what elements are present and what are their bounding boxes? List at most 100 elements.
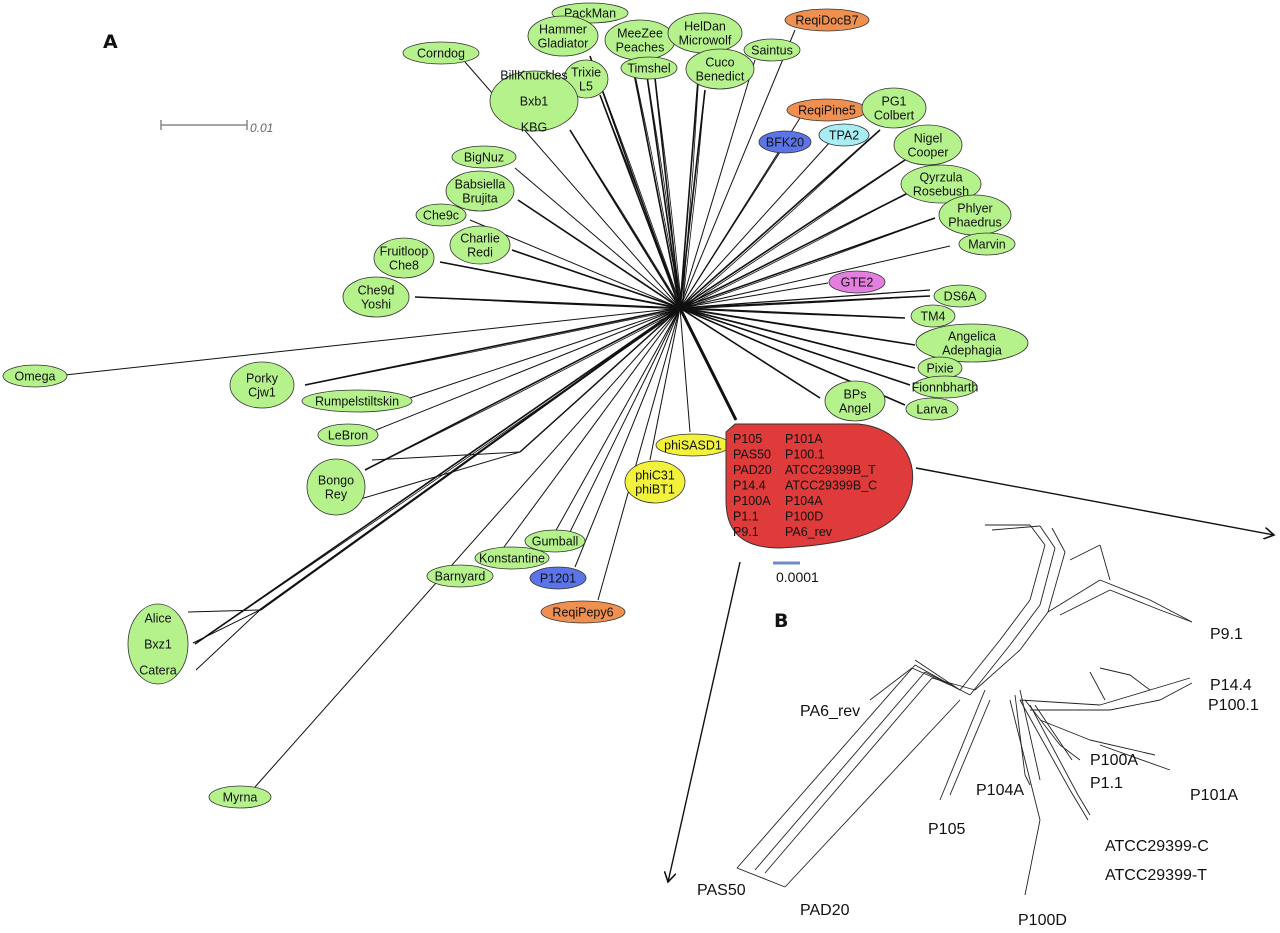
node-label: Catera xyxy=(139,664,177,678)
node-bubble xyxy=(912,375,978,399)
node-label: Marvin xyxy=(968,238,1006,252)
branch-alice-bxz1-catera xyxy=(194,307,681,645)
panel-b-edge xyxy=(1159,609,1193,623)
node-saintus: Saintus xyxy=(743,38,801,62)
branch-marvin xyxy=(679,245,951,309)
panel-b-edge xyxy=(1129,674,1151,691)
node-label: Peaches xyxy=(616,41,665,55)
node-bubble xyxy=(415,203,467,227)
branch-lebron xyxy=(375,307,681,431)
node-bubble xyxy=(818,123,870,147)
node-bubble xyxy=(127,603,189,685)
branch-heldan-microwolf xyxy=(679,54,701,309)
panel-b-edge xyxy=(1024,699,1061,746)
node-label: Bxb1 xyxy=(520,95,549,109)
zoom-arrow-down xyxy=(668,561,741,882)
panel-b-edge xyxy=(1019,689,1041,781)
panel-b-edge xyxy=(1069,544,1101,561)
panel-b-edge xyxy=(911,667,951,686)
branch-parallel-bongo-rey xyxy=(364,308,683,471)
branch-pg1-colbert xyxy=(679,129,881,309)
node-label: Cuco xyxy=(705,56,734,70)
node-rumpelstiltskin: Rumpelstiltskin xyxy=(301,389,413,413)
node-bubble xyxy=(685,48,755,90)
node-corndog: Corndog xyxy=(402,41,480,65)
node-label: Benedict xyxy=(696,70,745,84)
panel-b-label-pas50: PAS50 xyxy=(697,882,746,899)
cluster-label: P101A xyxy=(785,432,823,446)
node-label: GTE2 xyxy=(841,276,874,290)
node-label: ReqiPepy6 xyxy=(552,606,613,620)
panel-b-edge xyxy=(1099,544,1111,581)
panel-b-label-atcc29399-c: ATCC29399-C xyxy=(1105,838,1209,855)
node-label: BillKnuckles xyxy=(500,69,567,83)
node-label: Alice xyxy=(144,612,171,626)
node-label: Trixie xyxy=(571,66,601,80)
node-bubble xyxy=(540,600,626,624)
node-label: BFK20 xyxy=(766,136,804,150)
branch-nigel-cooper xyxy=(679,159,906,309)
branch-parallel-charlie-redi xyxy=(511,249,683,310)
branch-omega xyxy=(64,307,681,376)
node-bubble xyxy=(915,323,1029,363)
branch-bfk20 xyxy=(679,151,781,309)
node-omega: Omega xyxy=(2,364,68,388)
cluster-label: P104A xyxy=(785,494,823,508)
panel-b-label-p104a: P104A xyxy=(976,782,1024,799)
panel-b-label-p100-1: P100.1 xyxy=(1208,697,1259,714)
node-che9c: Che9c xyxy=(415,203,467,227)
panel-b-edge xyxy=(991,525,1041,531)
panel-b-edge xyxy=(1034,704,1073,761)
node-label: TPA2 xyxy=(829,129,859,143)
panel-b-edge xyxy=(1019,699,1071,791)
node-label: Rosebush xyxy=(913,185,969,199)
node-label: Fruitloop xyxy=(380,245,429,259)
panel-b-edge xyxy=(1009,604,1041,646)
node-label: MeeZee xyxy=(617,27,663,41)
panel-b-edge xyxy=(869,667,913,701)
panel-b-edge xyxy=(1109,589,1161,611)
node-label: TM4 xyxy=(921,310,946,324)
branch-parallel-timshel xyxy=(654,77,683,310)
panel-b-edge xyxy=(1089,739,1156,756)
branch-qyrzula-rosebush xyxy=(679,191,911,309)
branch-parallel-angelica-adephagia xyxy=(681,308,916,346)
panel-b-edge xyxy=(1089,671,1106,701)
panel-b-edge xyxy=(1099,579,1151,601)
node-gte2: GTE2 xyxy=(828,270,886,294)
panel-b-edge xyxy=(1047,551,1066,613)
panel-b-label-atcc29399-t: ATCC29399-T xyxy=(1105,867,1207,884)
panel-b-edge xyxy=(1014,694,1026,776)
node-bubble xyxy=(451,145,517,169)
node-label: Cjw1 xyxy=(248,386,276,400)
node-label: phiC31 xyxy=(635,469,675,483)
node-label: P1201 xyxy=(540,572,576,586)
panel-b-edge xyxy=(974,649,1021,691)
branch-parallel-cuco-benedict xyxy=(681,89,706,310)
node-label: Adephagia xyxy=(942,344,1002,358)
branch-parallel-hammer-gladiator xyxy=(589,55,683,310)
node-phisasd1: phiSASD1 xyxy=(655,433,731,457)
node-label: Yoshi xyxy=(361,298,391,312)
branch-internal xyxy=(371,451,521,461)
panel-b-edge xyxy=(1047,579,1101,613)
panel-b-edge xyxy=(736,867,786,888)
branch-trixie-l5 xyxy=(599,94,681,309)
branch-konstantine xyxy=(544,307,681,551)
branch-internal xyxy=(678,307,738,421)
cluster-label: PA6_rev xyxy=(785,525,833,539)
panel-b-label-pa6-rev: PA6_rev xyxy=(800,703,860,720)
branch-parallel-nigel-cooper xyxy=(681,159,906,310)
panel-b-edge xyxy=(1099,689,1151,706)
scale-bar-b-label: 0.0001 xyxy=(776,569,819,585)
node-label: ReqiDocB7 xyxy=(795,14,858,28)
node-bubble xyxy=(527,15,599,57)
node-label: Babsiella xyxy=(455,178,506,192)
panel-b-edge xyxy=(939,689,986,801)
